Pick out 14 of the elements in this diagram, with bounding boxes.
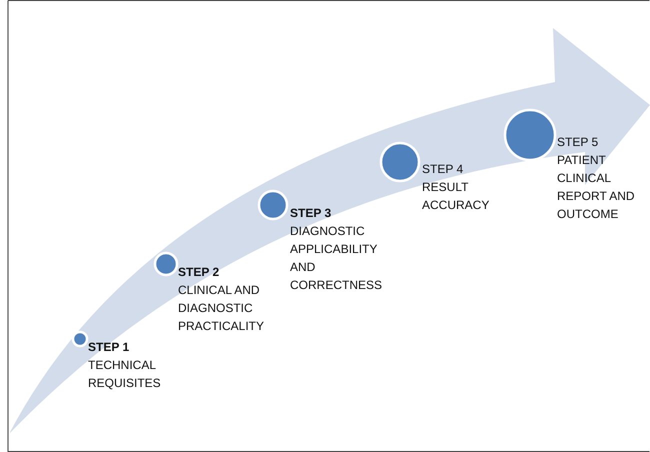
step-circle	[380, 142, 420, 182]
step-heading: STEP 2	[178, 264, 220, 281]
step-circle	[504, 108, 556, 162]
step-heading: STEP 4	[422, 161, 464, 178]
step-heading: STEP 5	[557, 134, 598, 151]
step-circle	[154, 252, 178, 276]
step-circle	[72, 330, 88, 348]
step-description: CLINICAL AND DIAGNOSTIC PRACTICALITY	[178, 282, 266, 335]
step-heading: STEP 3	[290, 205, 332, 222]
step-description: RESULT ACCURACY	[422, 179, 490, 214]
step-description: PATIENT CLINICAL REPORT AND OUTCOME	[557, 152, 636, 223]
step-heading: STEP 1	[88, 339, 130, 356]
step-description: DIAGNOSTIC APPLICABILITY AND CORRECTNESS	[290, 223, 382, 294]
step-description: TECHNICAL REQUISITES	[88, 357, 162, 392]
